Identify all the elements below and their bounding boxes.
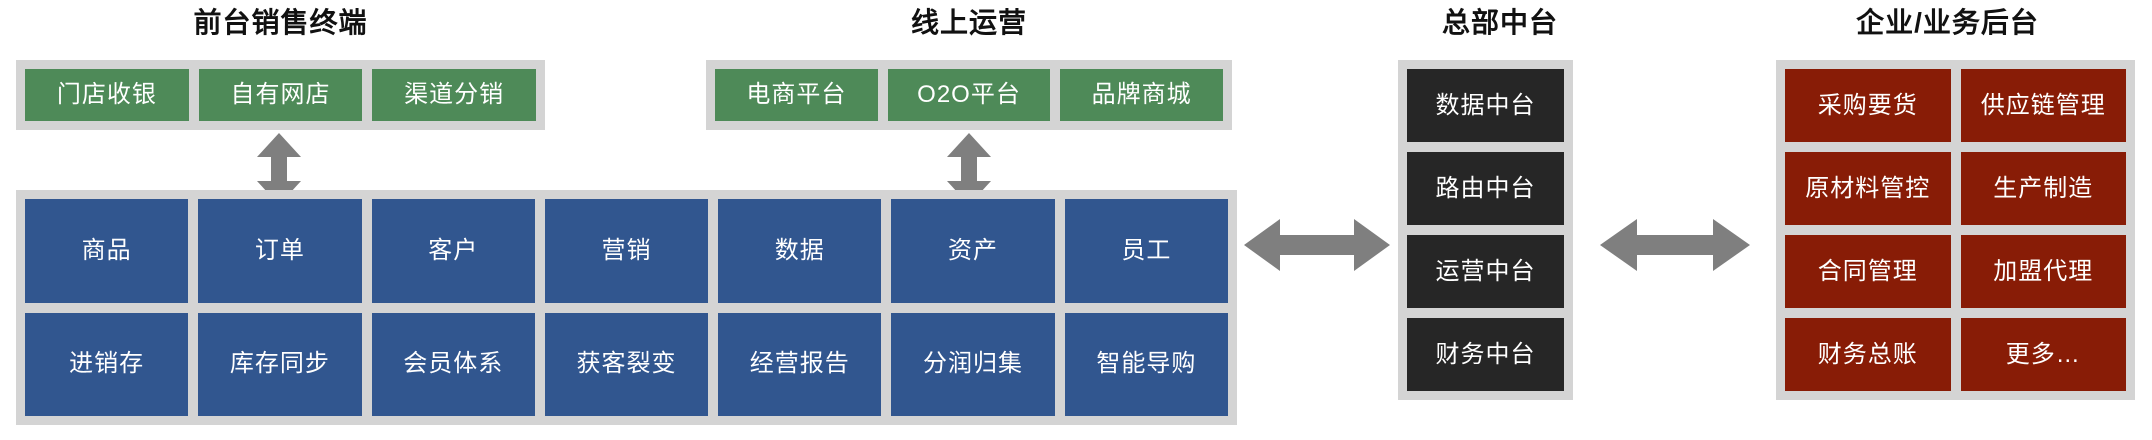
tile-headquarters-3[interactable]: 财务中台: [1407, 318, 1564, 391]
section-title-frontend-sales: 前台销售终端: [193, 7, 368, 38]
section-title-enterprise-backend: 企业/业务后台: [1856, 7, 2039, 38]
backend-row-1: 采购要货 供应链管理: [1785, 69, 2126, 142]
tile-headquarters-1[interactable]: 路由中台: [1407, 152, 1564, 225]
tile-headquarters-2[interactable]: 运营中台: [1407, 235, 1564, 308]
arrow-frontend-to-platform: [257, 133, 301, 205]
tile-platform-r1-4[interactable]: 数据: [718, 199, 882, 303]
tile-platform-r2-2[interactable]: 会员体系: [371, 312, 535, 416]
section-title-headquarters-midend: 总部中台: [1441, 7, 1558, 38]
arrow-online-to-platform: [947, 133, 991, 205]
tile-frontend-0[interactable]: 门店收银: [25, 69, 189, 121]
tile-platform-r2-6[interactable]: 智能导购: [1064, 312, 1228, 416]
tile-platform-r1-1[interactable]: 订单: [198, 199, 362, 303]
tile-platform-r1-5[interactable]: 资产: [891, 199, 1055, 303]
arrow-platform-to-headquarters: [1244, 219, 1390, 271]
tile-platform-r2-5[interactable]: 分润归集: [891, 312, 1055, 416]
tile-headquarters-0[interactable]: 数据中台: [1407, 69, 1564, 142]
tile-online-2[interactable]: 品牌商城: [1060, 69, 1224, 121]
tile-platform-r2-4[interactable]: 经营报告: [718, 312, 882, 416]
panel-enterprise-backend: 采购要货 供应链管理 原材料管控 生产制造 合同管理 加盟代理 财务总账 更多…: [1776, 60, 2135, 400]
tile-platform-r1-2[interactable]: 客户: [371, 199, 535, 303]
tile-platform-r2-1[interactable]: 库存同步: [198, 312, 362, 416]
tile-backend-r3-1[interactable]: 加盟代理: [1960, 235, 2126, 308]
tile-backend-r4-1[interactable]: 更多…: [1960, 318, 2126, 391]
tile-backend-r1-0[interactable]: 采购要货: [1785, 69, 1951, 142]
tile-backend-r4-0[interactable]: 财务总账: [1785, 318, 1951, 391]
backend-row-4: 财务总账 更多…: [1785, 318, 2126, 391]
tile-backend-r3-0[interactable]: 合同管理: [1785, 235, 1951, 308]
panel-frontend-sales: 门店收银 自有网店 渠道分销: [16, 60, 545, 130]
tile-backend-r2-1[interactable]: 生产制造: [1960, 152, 2126, 225]
arrow-headquarters-to-backend: [1600, 219, 1750, 271]
backend-row-3: 合同管理 加盟代理: [1785, 235, 2126, 308]
tile-platform-r2-0[interactable]: 进销存: [25, 312, 189, 416]
tile-platform-r1-0[interactable]: 商品: [25, 199, 189, 303]
platform-row-2: 进销存 库存同步 会员体系 获客裂变 经营报告 分润归集 智能导购: [25, 312, 1228, 416]
tile-platform-r1-3[interactable]: 营销: [544, 199, 709, 303]
panel-online-operations: 电商平台 O2O平台 品牌商城: [706, 60, 1232, 130]
tile-platform-r1-6[interactable]: 员工: [1064, 199, 1228, 303]
tile-online-0[interactable]: 电商平台: [715, 69, 878, 121]
tile-online-1[interactable]: O2O平台: [887, 69, 1051, 121]
panel-platform-capabilities: 商品 订单 客户 营销 数据 资产 员工 进销存 库存同步 会员体系 获客裂变 …: [16, 190, 1237, 425]
tile-frontend-2[interactable]: 渠道分销: [372, 69, 537, 121]
panel-headquarters-midend: 数据中台 路由中台 运营中台 财务中台: [1398, 60, 1573, 400]
backend-row-2: 原材料管控 生产制造: [1785, 152, 2126, 225]
tile-backend-r2-0[interactable]: 原材料管控: [1785, 152, 1951, 225]
platform-row-1: 商品 订单 客户 营销 数据 资产 员工: [25, 199, 1228, 303]
section-title-online-operations: 线上运营: [910, 7, 1027, 38]
tile-backend-r1-1[interactable]: 供应链管理: [1960, 69, 2126, 142]
tile-frontend-1[interactable]: 自有网店: [198, 69, 363, 121]
tile-platform-r2-3[interactable]: 获客裂变: [544, 312, 709, 416]
